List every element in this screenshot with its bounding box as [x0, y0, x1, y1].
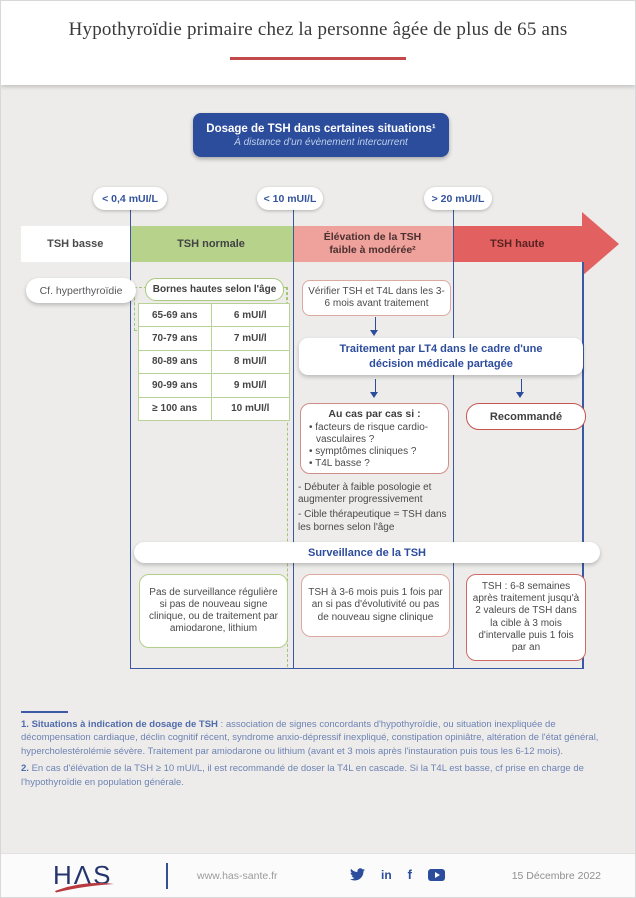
posology-notes: - Débuter à faible posologie et augmente… [298, 482, 454, 537]
surveillance-high-box: TSH : 6-8 semaines après traitement jusq… [472, 580, 580, 653]
band-tsh-normale: TSH normale [129, 226, 293, 262]
lt4-treatment-box: Traitement par LT4 dans le cadre d'une d… [339, 343, 543, 370]
down-arrow-icon [371, 379, 378, 398]
footnote-2-text: En cas d'élévation de la TSH ≥ 10 mUI/L,… [21, 763, 584, 788]
green-dashed-line [287, 287, 288, 667]
footer-divider [166, 863, 168, 889]
table-row: 65-69 ans 6 mUI/l [139, 304, 289, 328]
threshold-pill-04: < 0,4 mUI/L [93, 187, 167, 210]
column-line-2 [292, 210, 294, 669]
note-line: - Débuter à faible posologie et augmente… [298, 482, 432, 506]
has-logo-swoosh-icon [55, 882, 114, 893]
title-card: Hypothyroïdie primaire chez la personne … [1, 1, 635, 85]
threshold-pill-10: < 10 mUI/L [257, 187, 323, 210]
column-line-1 [129, 210, 131, 669]
column-line-3 [452, 210, 454, 669]
footnote-2: 2. En cas d'élévation de la TSH ≥ 10 mUI… [21, 762, 619, 789]
twitter-icon[interactable] [350, 868, 365, 881]
case-by-case-box: Au cas par cas si : • facteurs de risque… [300, 403, 449, 474]
age-cell: 90-99 ans [139, 374, 212, 397]
value-cell: 7 mUI/l [233, 333, 267, 345]
band-tsh-haute: TSH haute [452, 226, 582, 262]
age-cell: 65-69 ans [139, 304, 212, 327]
footnote-1: 1. Situations à indication de dosage de … [21, 718, 619, 758]
title-underline [230, 57, 406, 60]
bornes-table: 65-69 ans 6 mUI/l 70-79 ans 7 mUI/l 80-8… [138, 303, 290, 421]
facebook-icon[interactable]: f [407, 867, 413, 882]
value-cell: 9 mUI/l [233, 379, 267, 391]
footer: HΛS www.has-sante.fr in f 15 Décembre 20… [1, 853, 635, 897]
hyperthyroidie-note: Cf. hyperthyroïdie [26, 278, 136, 303]
case-item: • facteurs de risque cardio-vasculaires … [309, 421, 429, 445]
footnote-1-num: 1. [21, 719, 29, 730]
table-row: 90-99 ans 9 mUI/l [139, 374, 289, 398]
footer-url[interactable]: www.has-sante.fr [197, 870, 278, 882]
table-row: 80-89 ans 8 mUI/l [139, 350, 289, 375]
surveillance-band: Surveillance de la TSH [134, 542, 600, 563]
value-cell: 10 mUI/l [231, 403, 270, 415]
column-line-right [582, 262, 584, 669]
bornes-title-pill: Bornes hautes selon l'âge [145, 278, 284, 301]
recommended-box: Recommandé [466, 403, 586, 430]
surveillance-elevated-box: TSH à 3-6 mois puis 1 fois par an si pas… [308, 587, 443, 623]
linkedin-icon[interactable]: in [381, 867, 392, 882]
band-tsh-elevee: Élévation de la TSH faible à modérée² [323, 230, 422, 256]
tsh-dosage-header-box: Dosage de TSH dans certaines situations¹… [193, 113, 449, 157]
age-cell: 80-89 ans [139, 350, 212, 374]
table-row: ≥ 100 ans 10 mUI/l [139, 397, 289, 420]
footer-date: 15 Décembre 2022 [511, 870, 601, 882]
tsh-dosage-subtitle: À distance d'un évènement intercurrent [234, 136, 408, 148]
footnote-1-text: : association de signes concordants d'hy… [21, 719, 599, 757]
threshold-pill-20: > 20 mUI/L [424, 187, 492, 210]
footnote-2-num: 2. [21, 763, 29, 775]
value-cell: 8 mUI/l [233, 356, 267, 368]
tsh-dosage-title: Dosage de TSH dans certaines situations¹ [206, 122, 436, 135]
social-links: in f [350, 867, 446, 882]
footnote-1-lead: Situations à indication de dosage de TSH [31, 719, 218, 730]
surveillance-normal-box: Pas de surveillance régulière si pas de … [149, 586, 278, 635]
case-item: • T4L basse ? [309, 457, 370, 469]
footnotes: 1. Situations à indication de dosage de … [21, 718, 619, 793]
band-arrow-head-icon [582, 212, 619, 276]
youtube-icon[interactable] [428, 868, 446, 881]
age-cell: ≥ 100 ans [139, 397, 212, 420]
verify-tsh-box: Vérifier TSH et T4L dans les 3-6 mois av… [308, 285, 445, 310]
note-line: - Cible thérapeutique = TSH dans les bor… [298, 509, 447, 533]
page-title: Hypothyroïdie primaire chez la personne … [68, 19, 568, 40]
down-arrow-icon [371, 317, 378, 336]
band-tsh-basse: TSH basse [21, 226, 130, 262]
footnote-divider [21, 711, 68, 713]
down-arrow-icon [517, 379, 524, 398]
table-row: 70-79 ans 7 mUI/l [139, 327, 289, 351]
case-item: • symptômes cliniques ? [309, 445, 417, 457]
value-cell: 6 mUI/l [233, 309, 267, 321]
bottom-frame-line [129, 667, 584, 669]
age-cell: 70-79 ans [139, 327, 212, 350]
case-by-case-title: Au cas par cas si : [328, 407, 421, 420]
